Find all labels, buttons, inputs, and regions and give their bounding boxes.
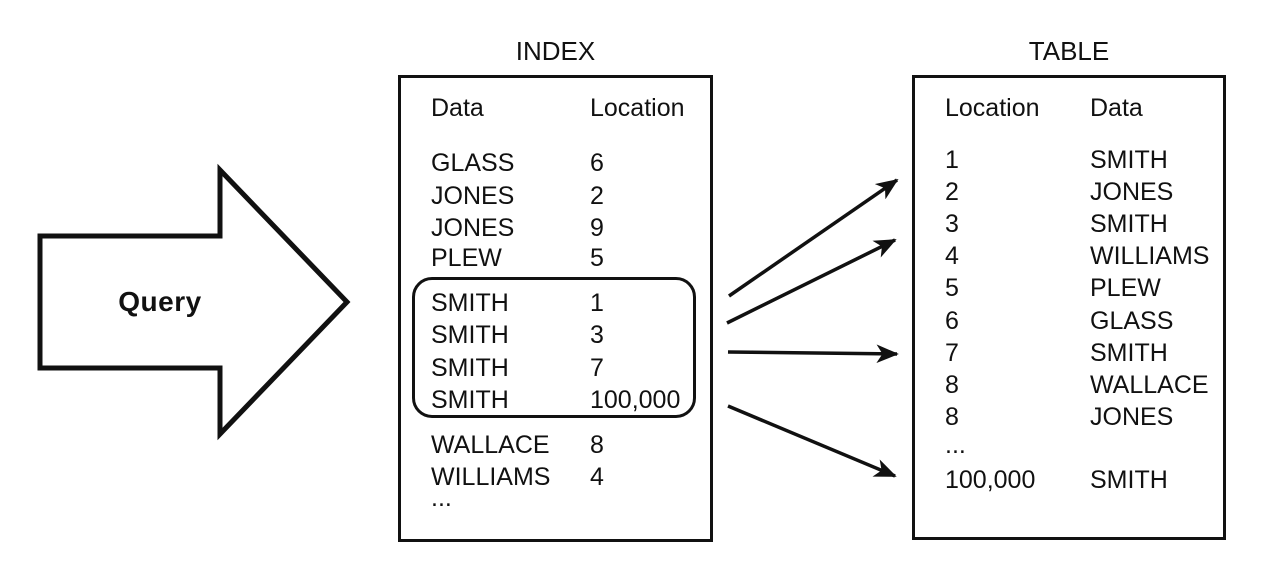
index-cell-data: WILLIAMS [431, 463, 551, 491]
index-cell-data: WALLACE [431, 431, 550, 459]
table-cell-data: SMITH [1090, 146, 1168, 174]
index-row-williams: WILLIAMS 4 [401, 465, 710, 492]
index-cell-data: SMITH [431, 321, 509, 349]
table-cell-data: PLEW [1090, 274, 1161, 302]
table-cell-location: 4 [945, 242, 959, 270]
index-cell-data: ... [431, 484, 452, 512]
index-row-ellipsis: ... [401, 486, 710, 513]
table-column-header-location: Location [945, 94, 1040, 122]
table-cell-location: ... [945, 431, 966, 459]
table-column-header-data: Data [1090, 94, 1143, 122]
connection-arrow-to-row-100000 [727, 404, 897, 478]
table-row-8-wallace: 8 WALLACE [915, 373, 1223, 400]
table-cell-data: SMITH [1090, 339, 1168, 367]
table-row-6: 6 GLASS [915, 309, 1223, 336]
index-cell-data: JONES [431, 182, 515, 210]
index-row-smith-100000: SMITH 100,000 [401, 388, 710, 415]
connection-arrow-to-row-7 [727, 344, 899, 364]
index-cell-data: SMITH [431, 386, 509, 414]
index-cell-data: SMITH [431, 289, 509, 317]
query-block-arrow-shape [37, 163, 351, 441]
index-row-wallace: WALLACE 8 [401, 433, 710, 460]
table-cell-data: JONES [1090, 403, 1174, 431]
table-row-100000: 100,000 SMITH [915, 468, 1223, 495]
table-row-7: 7 SMITH [915, 341, 1223, 368]
index-cell-data: GLASS [431, 149, 515, 177]
table-row-1: 1 SMITH [915, 148, 1223, 175]
table-row-5: 5 PLEW [915, 276, 1223, 303]
index-row-smith-1: SMITH 1 [401, 291, 710, 318]
index-row-jones-9: JONES 9 [401, 216, 710, 243]
index-row-glass: GLASS 6 [401, 151, 710, 178]
index-cell-location: 3 [590, 321, 604, 349]
table-header-row: Location Data [915, 96, 1223, 123]
index-row-jones-2: JONES 2 [401, 184, 710, 211]
connection-arrow-to-row-1 [728, 178, 899, 298]
index-cell-location: 5 [590, 244, 604, 272]
table-box: Location Data 1 SMITH 2 JONES 3 SMITH 4 … [912, 75, 1226, 540]
table-cell-data: JONES [1090, 178, 1174, 206]
table-row-3: 3 SMITH [915, 212, 1223, 239]
index-cell-location: 7 [590, 354, 604, 382]
index-header-row: Data Location [401, 96, 710, 123]
index-cell-data: PLEW [431, 244, 502, 272]
index-cell-data: JONES [431, 214, 515, 242]
index-cell-location: 9 [590, 214, 604, 242]
table-cell-data: WALLACE [1090, 371, 1209, 399]
index-cell-location: 6 [590, 149, 604, 177]
table-row-ellipsis: ... [915, 433, 1223, 460]
index-row-smith-3: SMITH 3 [401, 323, 710, 350]
index-cell-location: 100,000 [590, 386, 681, 414]
table-cell-location: 2 [945, 178, 959, 206]
index-title: INDEX [515, 36, 596, 66]
table-cell-location: 100,000 [945, 466, 1036, 494]
table-cell-data: SMITH [1090, 210, 1168, 238]
table-row-2: 2 JONES [915, 180, 1223, 207]
index-cell-location: 2 [590, 182, 604, 210]
table-cell-location: 8 [945, 403, 959, 431]
index-cell-location: 8 [590, 431, 604, 459]
index-cell-location: 4 [590, 463, 604, 491]
connection-arrow-to-row-3 [726, 238, 897, 325]
query-label: Query [118, 286, 202, 317]
index-cell-location: 1 [590, 289, 604, 317]
index-column-header-location: Location [590, 94, 685, 122]
table-cell-location: 6 [945, 307, 959, 335]
table-cell-location: 1 [945, 146, 959, 174]
table-cell-location: 8 [945, 371, 959, 399]
index-row-smith-7: SMITH 7 [401, 356, 710, 383]
table-title: TABLE [1028, 36, 1110, 66]
table-cell-location: 7 [945, 339, 959, 367]
table-cell-data: SMITH [1090, 466, 1168, 494]
table-cell-data: WILLIAMS [1090, 242, 1210, 270]
smith-group-highlight-outline [412, 277, 696, 418]
index-column-header-data: Data [431, 94, 484, 122]
table-cell-data: GLASS [1090, 307, 1174, 335]
table-row-4: 4 WILLIAMS [915, 244, 1223, 271]
table-cell-location: 3 [945, 210, 959, 238]
index-row-plew: PLEW 5 [401, 246, 710, 273]
table-row-8-jones: 8 JONES [915, 405, 1223, 432]
index-cell-data: SMITH [431, 354, 509, 382]
table-cell-location: 5 [945, 274, 959, 302]
index-box: Data Location GLASS 6 JONES 2 JONES 9 PL… [398, 75, 713, 542]
